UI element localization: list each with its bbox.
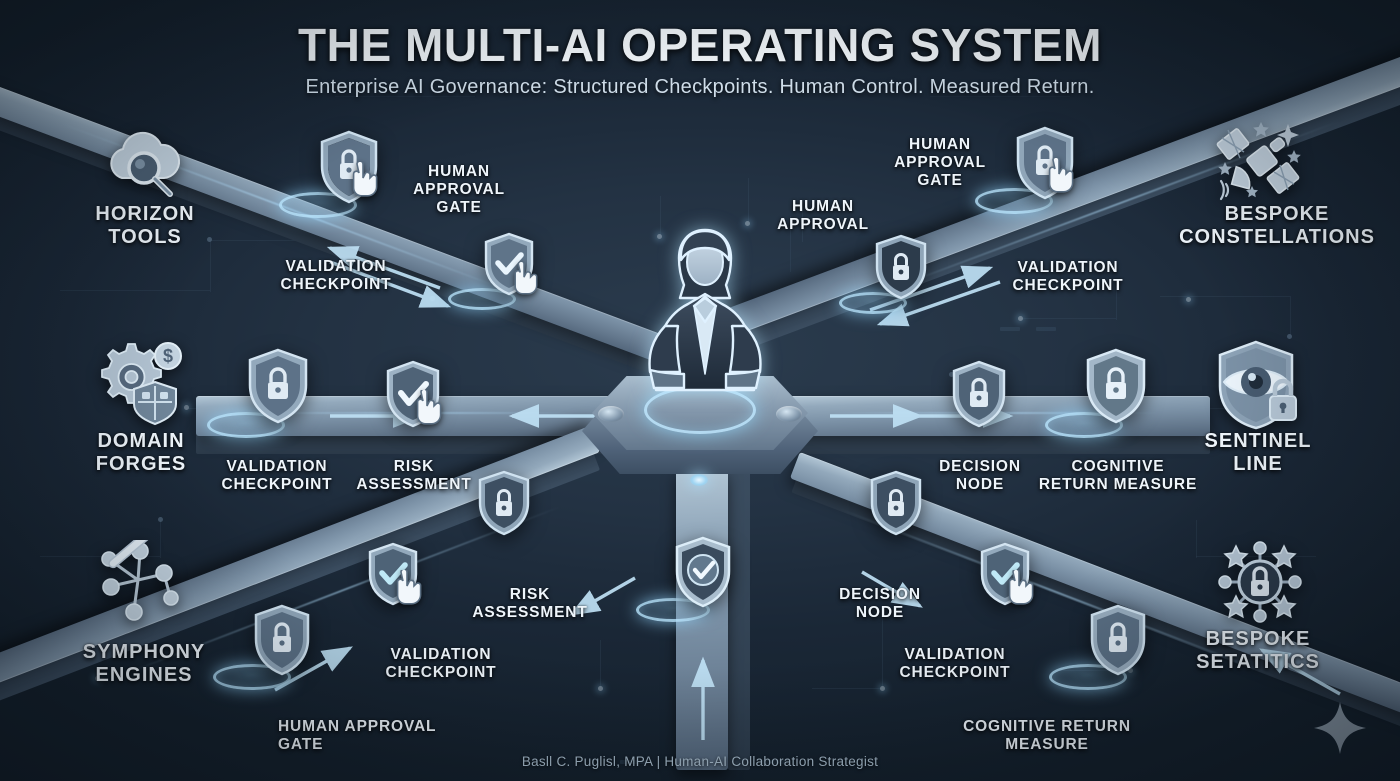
label-horizon-tools: HORIZON TOOLS <box>95 203 195 248</box>
label-lr-validation-checkpoint: VALIDATION CHECKPOINT <box>899 646 1011 681</box>
lock-network-stars-icon <box>1212 536 1308 626</box>
baton-network-icon <box>94 540 190 630</box>
shield-eye-lock-icon <box>1212 338 1308 430</box>
label-ur-validation-checkpoint: VALIDATION CHECKPOINT <box>1012 259 1124 294</box>
label-ml-validation-checkpoint: VALIDATION CHECKPOINT <box>221 458 333 493</box>
label-lr-decision-node: DECISION NODE <box>839 586 921 621</box>
label-symphony-engines: SYMPHONY ENGINES <box>82 641 206 686</box>
gear-dollar-shield-icon: $ <box>92 334 188 426</box>
human-operator-figure <box>630 222 780 412</box>
label-ur-human-approval: HUMAN APPROVAL <box>777 198 869 233</box>
label-ur-human-approval-gate: HUMAN APPROVAL GATE <box>894 136 986 189</box>
label-ll-risk-assessment: RISK ASSESSMENT <box>472 586 588 621</box>
label-bespoke-setatitics: BESPOKE SETATITICS <box>1196 628 1320 673</box>
label-ml-risk-assessment: RISK ASSESSMENT <box>356 458 472 493</box>
label-mr-decision-node: DECISION NODE <box>939 458 1021 493</box>
svg-text:$: $ <box>163 346 173 366</box>
label-mr-cognitive-return: COGNITIVE RETURN MEASURE <box>1038 458 1198 493</box>
pathway-bottom-edge <box>728 470 750 770</box>
cloud-search-icon <box>96 122 192 212</box>
label-domain-forges: DOMAIN FORGES <box>95 430 187 475</box>
label-ul-human-approval-gate: HUMAN APPROVAL GATE <box>413 163 505 216</box>
satellite-stars-icon <box>1208 118 1304 208</box>
page-subtitle: Enterprise AI Governance: Structured Che… <box>305 76 1095 98</box>
label-ll-validation-checkpoint: VALIDATION CHECKPOINT <box>385 646 497 681</box>
label-ul-validation-checkpoint: VALIDATION CHECKPOINT <box>280 258 392 293</box>
label-ll-human-approval-gate: HUMAN APPROVAL GATE <box>278 718 437 753</box>
sparkle-decoration-icon <box>1312 700 1368 756</box>
page-title: THE MULTI-AI OPERATING SYSTEM <box>298 19 1102 71</box>
label-bespoke-constellations: BESPOKE CONSTELLATIONS <box>1179 203 1375 248</box>
label-lr-cognitive-return: COGNITIVE RETURN MEASURE <box>963 718 1131 753</box>
label-sentinel-line: SENTINEL LINE <box>1204 430 1312 475</box>
author-credit: Basll C. Puglisl, MPA | Human-AI Collabo… <box>521 754 879 769</box>
